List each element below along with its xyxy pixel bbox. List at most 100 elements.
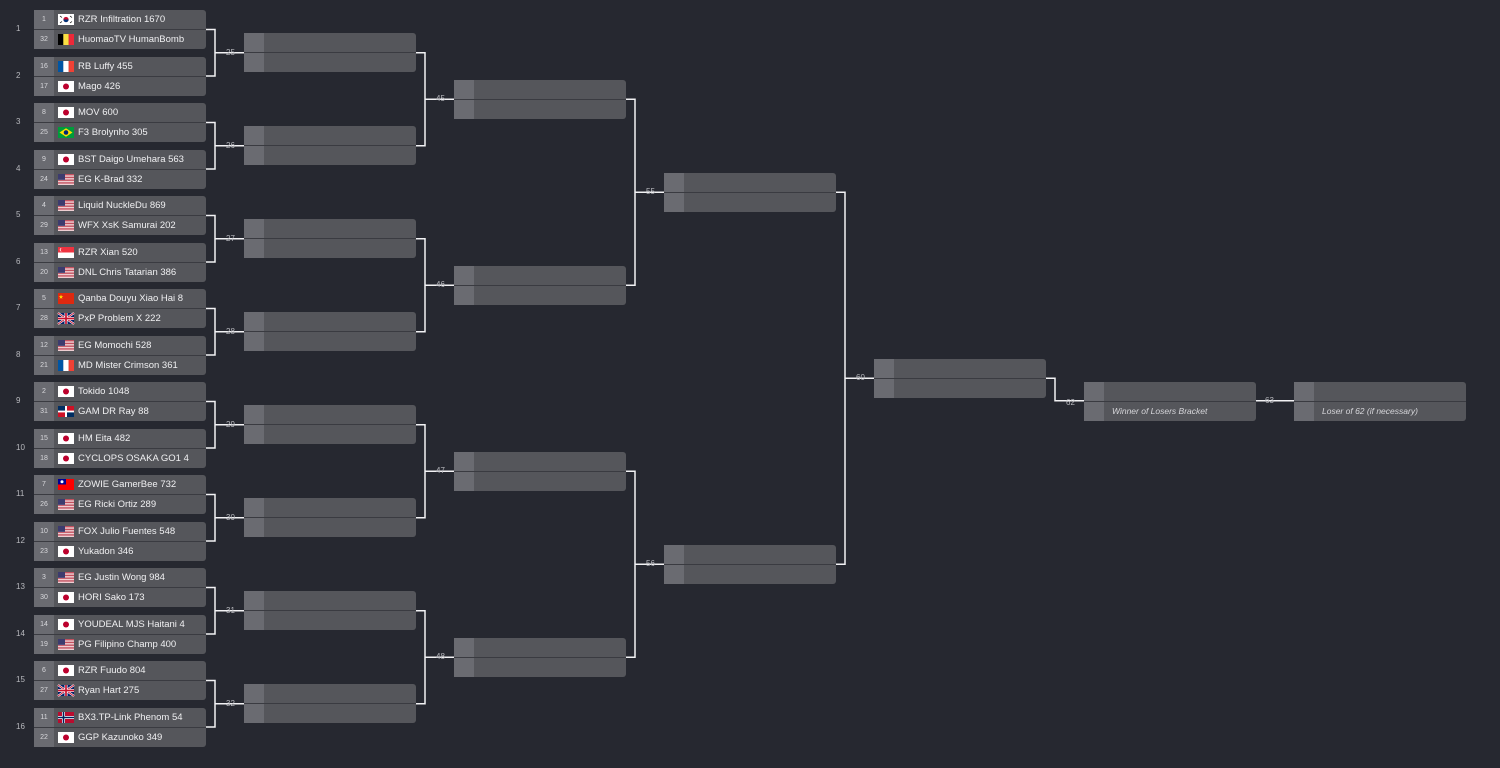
- match-card[interactable]: [244, 591, 416, 631]
- match-card[interactable]: [244, 405, 416, 445]
- player-slot-bottom[interactable]: [244, 704, 416, 724]
- player-slot-bottom[interactable]: [244, 146, 416, 166]
- player-slot-top[interactable]: [1294, 381, 1466, 401]
- player-slot-top[interactable]: [244, 498, 416, 518]
- player-slot-bottom[interactable]: [664, 564, 836, 584]
- match-card[interactable]: [244, 219, 416, 259]
- player-slot-top[interactable]: [874, 358, 1046, 378]
- match-card[interactable]: [454, 637, 626, 677]
- player-slot-top[interactable]: [244, 591, 416, 611]
- match-card[interactable]: Loser of 62 (if necessary): [1294, 381, 1466, 421]
- slot-divider: [454, 98, 626, 100]
- match-card[interactable]: [244, 33, 416, 73]
- player-slot-top[interactable]: [244, 312, 416, 332]
- match-card[interactable]: [454, 265, 626, 305]
- player-slot-bottom[interactable]: [244, 425, 416, 445]
- player-slot-bottom[interactable]: [664, 192, 836, 212]
- match-card[interactable]: [454, 451, 626, 491]
- player-slot-top[interactable]: [454, 451, 626, 471]
- player-slot-top[interactable]: [244, 126, 416, 146]
- match-card[interactable]: [244, 498, 416, 538]
- player-slot-top[interactable]: [454, 637, 626, 657]
- match-card[interactable]: [244, 312, 416, 352]
- player-slot-top[interactable]: [244, 684, 416, 704]
- player-slot-top[interactable]: [664, 172, 836, 192]
- player-slot-bottom[interactable]: [454, 99, 626, 119]
- match-card[interactable]: [244, 126, 416, 166]
- player-slot-top[interactable]: [454, 79, 626, 99]
- match-card[interactable]: [874, 358, 1046, 398]
- player-slot-bottom[interactable]: [244, 239, 416, 259]
- player-slot-bottom[interactable]: [244, 518, 416, 538]
- player-slot-bottom[interactable]: [454, 285, 626, 305]
- player-slot-top[interactable]: [244, 405, 416, 425]
- player-slot-top[interactable]: [244, 219, 416, 239]
- match-card[interactable]: [664, 172, 836, 212]
- match-card[interactable]: [244, 684, 416, 724]
- player-slot-top[interactable]: [664, 544, 836, 564]
- player-slot-bottom[interactable]: [874, 378, 1046, 398]
- player-slot-bottom[interactable]: Winner of Losers Bracket: [1084, 401, 1256, 421]
- player-slot-top[interactable]: [454, 265, 626, 285]
- match-card[interactable]: Winner of Losers Bracket: [1084, 381, 1256, 421]
- match-card[interactable]: [454, 79, 626, 119]
- player-slot-bottom[interactable]: Loser of 62 (if necessary): [1294, 401, 1466, 421]
- player-slot-top[interactable]: [244, 33, 416, 53]
- player-slot-bottom[interactable]: [454, 471, 626, 491]
- player-slot-bottom[interactable]: [244, 53, 416, 73]
- match-card[interactable]: [664, 544, 836, 584]
- player-slot-bottom[interactable]: [244, 332, 416, 352]
- player-slot-bottom[interactable]: [454, 657, 626, 677]
- player-slot-bottom[interactable]: [244, 611, 416, 631]
- player-slot-top[interactable]: [1084, 381, 1256, 401]
